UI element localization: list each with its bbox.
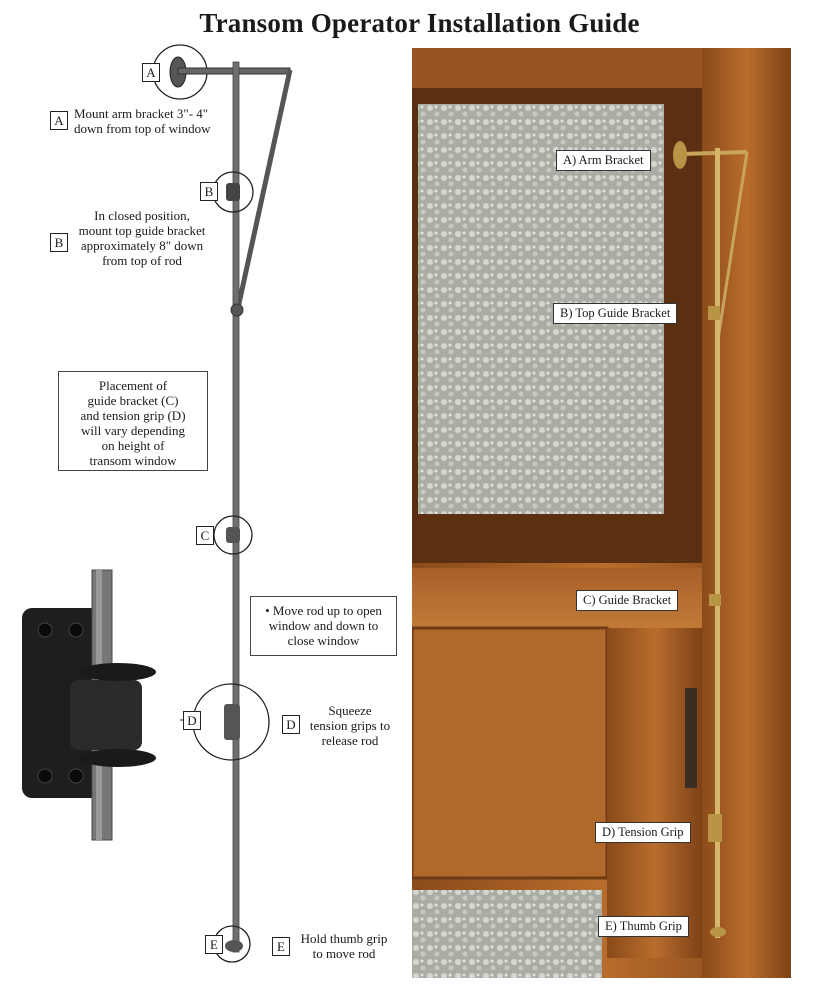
move-rod-note: • Move rod up to open window and down to…: [250, 596, 397, 656]
step-b-text: In closed position, mount top guide brac…: [78, 208, 206, 268]
thumb-grip-drawing: [225, 940, 243, 952]
step-b-letter: B: [50, 233, 68, 252]
hinge: [685, 688, 697, 788]
main-rod: [232, 61, 240, 953]
callout-letter-c: C: [196, 526, 214, 545]
page-title: Transom Operator Installation Guide: [199, 8, 640, 38]
callout-letter-d: D: [183, 711, 201, 730]
rod-pivot: [230, 303, 244, 317]
photo-arm: [681, 150, 748, 156]
photo-guide-bracket: [709, 594, 721, 606]
photo-tension-grip: [708, 814, 722, 842]
photo-top-guide-bracket: [708, 306, 720, 320]
door-panel: [412, 626, 609, 880]
step-e-text: Hold thumb grip to move rod: [300, 931, 388, 961]
photo-arm-bracket: [673, 141, 687, 169]
door-lower-glass: [412, 890, 602, 978]
photo-diagonal-arm: [715, 151, 749, 347]
callout-letter-b: B: [200, 182, 218, 201]
photo-label-top-guide-bracket: B) Top Guide Bracket: [553, 303, 678, 324]
placement-note: Placement of guide bracket (C) and tensi…: [58, 371, 208, 471]
photo-label-arm-bracket: A) Arm Bracket: [556, 150, 651, 171]
step-a-text: Mount arm bracket 3"- 4" down from top o…: [74, 106, 211, 136]
step-d-text: Squeeze tension grips to release rod: [309, 703, 391, 748]
callout-letter-a: A: [142, 63, 160, 82]
tension-grip-drawing: [224, 704, 240, 740]
step-a-letter: A: [50, 111, 68, 130]
photo-label-thumb-grip: E) Thumb Grip: [598, 916, 689, 937]
top-guide-bracket-drawing: [226, 183, 240, 201]
door-stile: [607, 628, 702, 958]
photo-label-tension-grip: D) Tension Grip: [595, 822, 691, 843]
diagonal-arm: [235, 69, 293, 309]
callout-letter-e: E: [205, 935, 223, 954]
step-d-letter: D: [282, 715, 300, 734]
callout-circle-c: [213, 515, 253, 555]
photo-thumb-grip: [710, 927, 726, 937]
photo-label-guide-bracket: C) Guide Bracket: [576, 590, 679, 611]
guide-bracket-drawing: [226, 527, 240, 543]
step-e-letter: E: [272, 937, 290, 956]
tension-grip-closeup: [22, 569, 156, 841]
photo-rod: [715, 148, 720, 938]
